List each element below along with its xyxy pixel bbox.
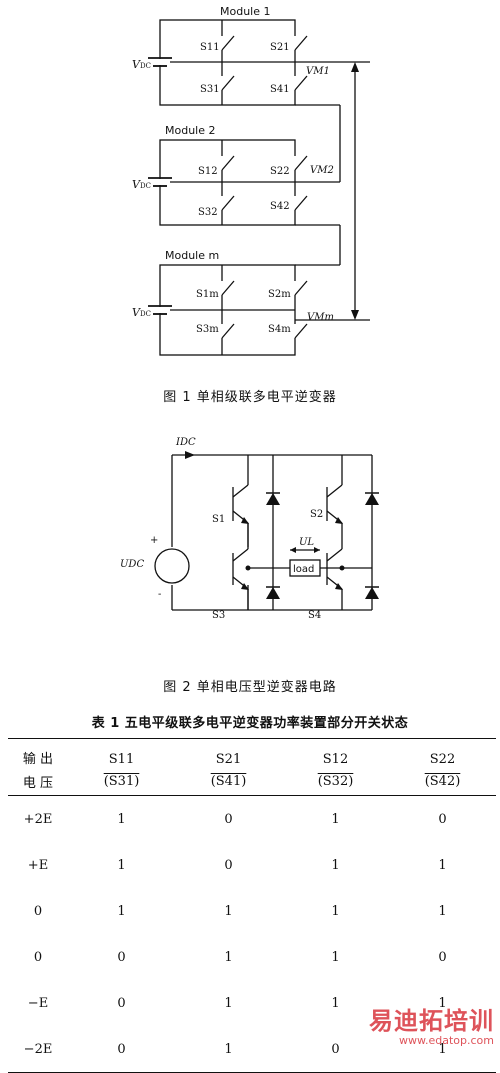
- cell-value: 0: [224, 857, 233, 873]
- header-s21: S21: [215, 752, 242, 767]
- cell-value: 1: [117, 811, 126, 827]
- module-2-label: Module 2: [165, 124, 216, 137]
- switch-s2-label: S2: [310, 509, 323, 520]
- cell-value: 1: [438, 995, 447, 1011]
- cell-value: 1: [438, 903, 447, 919]
- header-s32-bar: (S32): [282, 767, 389, 796]
- table-row: 0 0 1 1 0: [8, 934, 496, 980]
- switch-label-s1m: S1m: [196, 289, 219, 300]
- watermark-url: www.edatop.com: [399, 1034, 494, 1047]
- cell-value: 0: [117, 949, 126, 965]
- switch-label-s21: S21: [270, 42, 290, 53]
- cell-output: +E: [27, 857, 49, 873]
- watermark: 易迪拓培训 www.edatop.com: [369, 1008, 494, 1047]
- cell-output: +2E: [23, 811, 53, 827]
- cell-value: 0: [117, 1041, 126, 1057]
- cell-value: 1: [224, 903, 233, 919]
- cell-value: 1: [438, 857, 447, 873]
- vm2-label: VM2: [310, 165, 334, 176]
- table-row: +E 1 0 1 1: [8, 842, 496, 888]
- cell-value: 1: [117, 903, 126, 919]
- header-s12: S12: [322, 752, 349, 767]
- table-header-row: 输 出 S11 S21 S12 S22: [8, 739, 496, 767]
- load-label: load: [293, 564, 314, 575]
- cell-value: 1: [331, 903, 340, 919]
- vmm-label: VMm: [307, 312, 334, 323]
- table-row: −E 0 1 1 1: [8, 980, 496, 1026]
- switch-label-s22: S22: [270, 166, 290, 177]
- cell-output: −E: [27, 995, 49, 1011]
- switch-label-s32: S32: [198, 207, 218, 218]
- cell-value: 0: [438, 949, 447, 965]
- switch-s1-label: S1: [212, 514, 225, 525]
- header-s31-bar: (S31): [68, 767, 175, 796]
- switch-label-s4m: S4m: [268, 324, 291, 335]
- switch-label-s31: S31: [200, 84, 220, 95]
- module-1-label: Module 1: [220, 5, 271, 18]
- vdc-label-2: VDC: [132, 178, 151, 191]
- minus-sign: -: [158, 589, 161, 600]
- udc-label: UDC: [120, 559, 144, 570]
- header-output: 输 出: [22, 752, 54, 767]
- cell-value: 1: [331, 857, 340, 873]
- switch-label-s42: S42: [270, 201, 290, 212]
- table-header-row-2: 电 压 (S31) (S41) (S32) (S42): [8, 767, 496, 796]
- cell-output: 0: [33, 949, 43, 965]
- switch-label-s12: S12: [198, 166, 218, 177]
- figure-1-caption: 图 1 单相级联多电平逆变器: [163, 390, 337, 405]
- watermark-brand: 易迪拓培训: [369, 1007, 494, 1035]
- switch-label-s3m: S3m: [196, 324, 219, 335]
- cell-value: 1: [224, 949, 233, 965]
- vdc-label-m: VDC: [132, 306, 151, 319]
- header-voltage: 电 压: [8, 767, 68, 796]
- vm1-label: VM1: [306, 66, 330, 77]
- switch-label-s41: S41: [270, 84, 290, 95]
- cell-value: 0: [224, 811, 233, 827]
- figure-2-voltage-inverter: IDC UDC + - S1 S2 S3 S4 UL load: [120, 437, 379, 621]
- table-row: 0 1 1 1 1: [8, 888, 496, 934]
- header-s11: S11: [108, 752, 135, 767]
- cell-value: 1: [331, 995, 340, 1011]
- cell-output: −2E: [23, 1041, 53, 1057]
- cell-value: 1: [331, 811, 340, 827]
- cell-value: 0: [117, 995, 126, 1011]
- header-s42-bar: (S42): [389, 767, 496, 796]
- cell-value: 1: [331, 949, 340, 965]
- vdc-label-1: VDC: [132, 58, 151, 71]
- switch-s3-label: S3: [212, 610, 225, 621]
- switch-label-s11: S11: [200, 42, 220, 53]
- switch-s4-label: S4: [308, 610, 321, 621]
- idc-label: IDC: [175, 437, 196, 448]
- cell-output: 0: [33, 903, 43, 919]
- header-s41-bar: (S41): [175, 767, 282, 796]
- ul-label: UL: [299, 537, 314, 548]
- cell-value: 1: [117, 857, 126, 873]
- module-m-label: Module m: [165, 249, 219, 262]
- figure-2-caption: 图 2 单相电压型逆变器电路: [163, 680, 337, 695]
- cell-value: 1: [224, 1041, 233, 1057]
- cell-value: 0: [438, 811, 447, 827]
- header-s22: S22: [429, 752, 456, 767]
- table-row: +2E 1 0 1 0: [8, 796, 496, 843]
- cell-value: 1: [224, 995, 233, 1011]
- table-1-title: 表 1 五电平级联多电平逆变器功率装置部分开关状态: [91, 716, 409, 731]
- figure-1-cascaded-inverter: Module 1 Module 2 Module m VDC VDC VDC S…: [132, 5, 370, 356]
- plus-sign: +: [150, 535, 158, 546]
- switch-label-s2m: S2m: [268, 289, 291, 300]
